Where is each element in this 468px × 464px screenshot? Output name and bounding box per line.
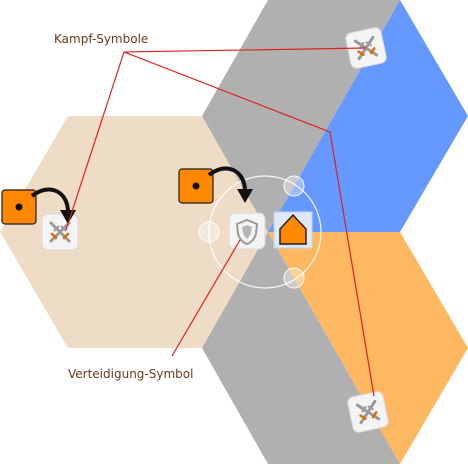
crossed-swords-icon	[347, 391, 389, 433]
house-icon	[273, 211, 313, 249]
ring-node-bottom[interactable]	[283, 267, 305, 289]
orange-hex	[268, 232, 468, 464]
ring-node-top[interactable]	[283, 175, 305, 197]
combat-label: Kampf-Symbole	[54, 32, 148, 46]
shield-icon	[228, 212, 266, 250]
combat-callout-line	[123, 47, 367, 53]
defense-label: Verteidigung-Symbol	[68, 367, 193, 381]
blue-hex	[268, 0, 468, 232]
defense-callout-line	[171, 239, 241, 357]
selection-ring	[208, 175, 322, 289]
ring-node-left[interactable]	[198, 221, 220, 243]
crossed-swords-icon	[41, 213, 79, 251]
combat-callout-line	[123, 51, 375, 397]
combat-callout-line	[65, 51, 125, 231]
